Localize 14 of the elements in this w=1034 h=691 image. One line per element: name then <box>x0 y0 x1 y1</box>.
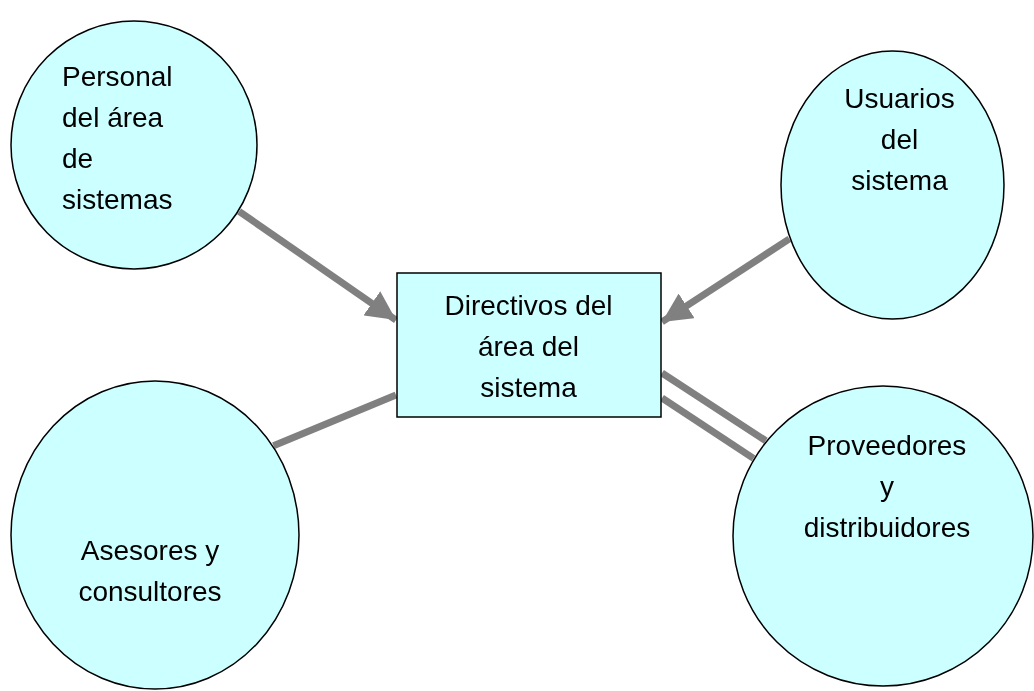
node-label: Asesores y consultores <box>77 534 223 609</box>
connector-line <box>272 391 398 449</box>
connector-line <box>660 395 756 462</box>
node-label: Proveedores y distribuidores <box>802 429 972 545</box>
node-label: Usuarios del sistema <box>843 82 956 198</box>
node-label: Directivos del área del sistema <box>443 289 614 405</box>
process-box <box>396 272 662 418</box>
ellipse-node <box>10 380 300 690</box>
node-label: Personal del área de sistemas <box>62 60 174 217</box>
ellipse-node <box>10 20 258 270</box>
arrow <box>237 208 398 323</box>
ellipse-node <box>732 385 1034 687</box>
ellipse-node <box>780 50 1005 320</box>
connector-line <box>660 370 768 444</box>
